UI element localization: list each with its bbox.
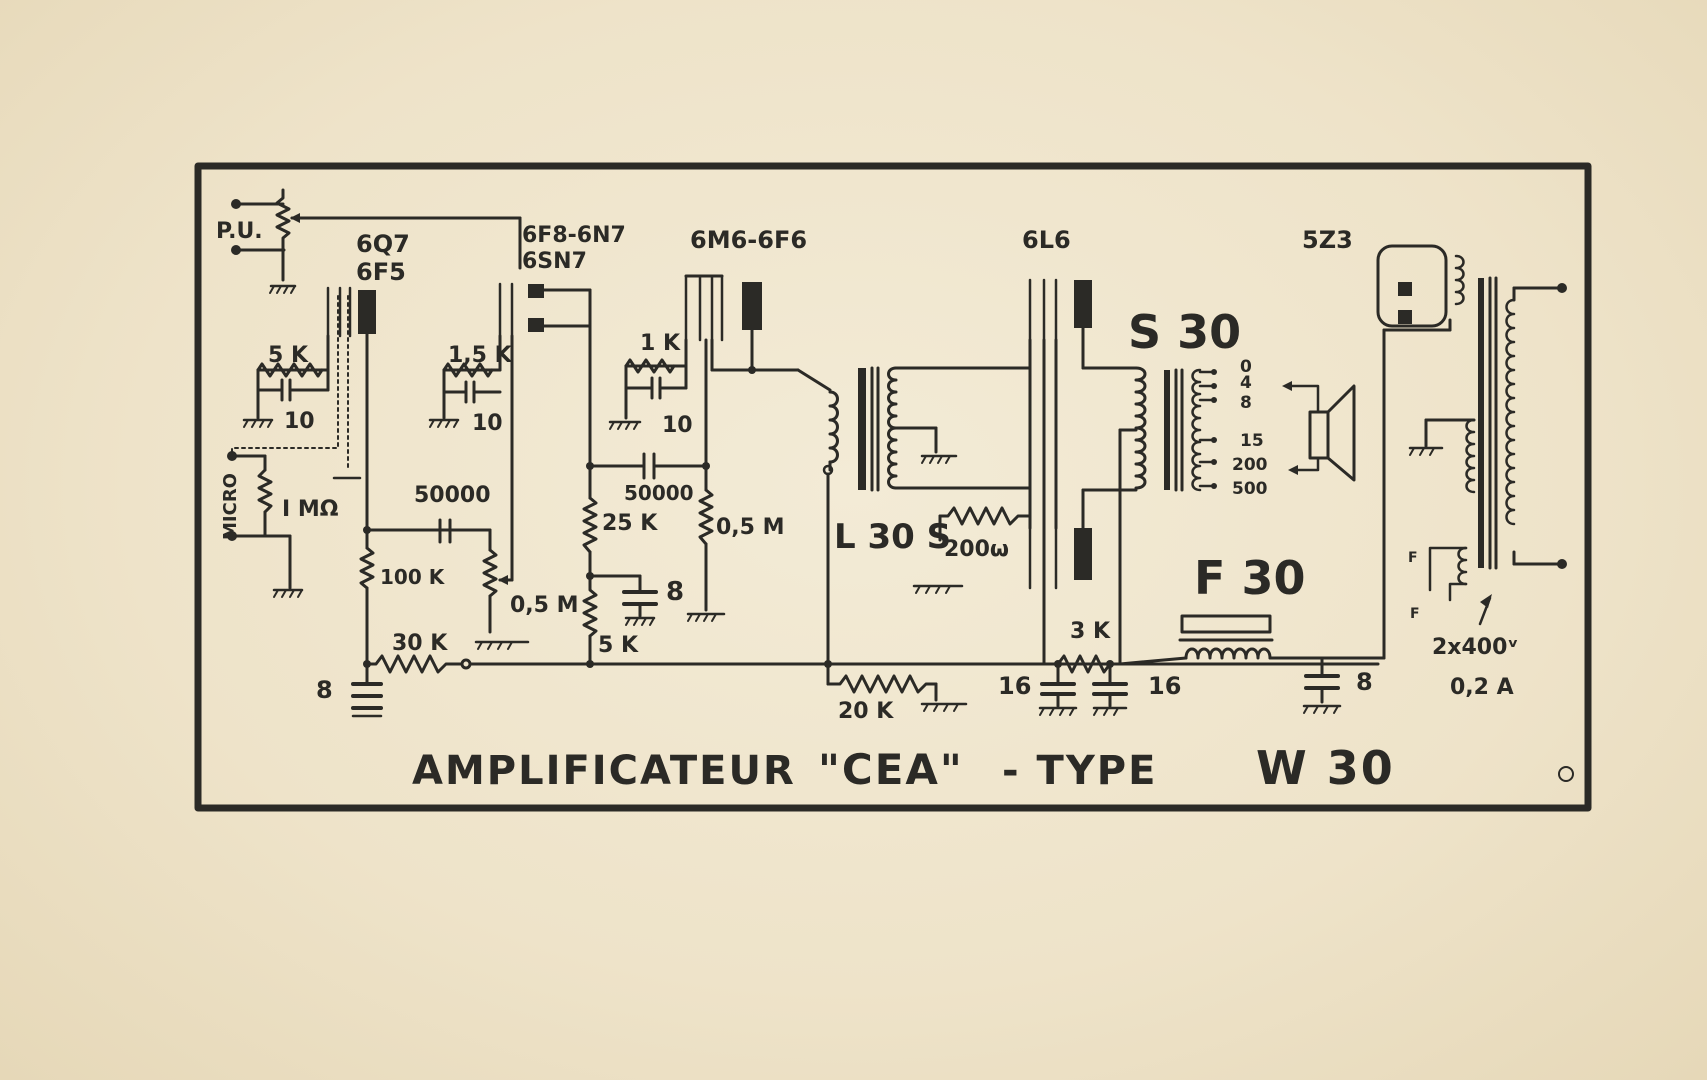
svg-text:16: 16 — [998, 672, 1031, 700]
diagram-frame — [194, 162, 1592, 812]
svg-text:16: 16 — [1148, 672, 1181, 700]
title-text: AMPLIFICATEUR — [412, 748, 796, 794]
output-transformer: S 30 — [1118, 305, 1241, 666]
svg-text:200: 200 — [1232, 455, 1268, 475]
phase-splitter-network: 25 K 5 K 8 50000 0,5 M — [582, 452, 785, 668]
microphone-input: MICRO I MΩ — [220, 295, 362, 598]
svg-text:30 K: 30 K — [392, 631, 448, 656]
svg-text:I MΩ: I MΩ — [282, 497, 339, 522]
svg-text:F 30: F 30 — [1194, 551, 1305, 605]
svg-text:8: 8 — [316, 676, 333, 704]
svg-text:0,5 M: 0,5 M — [716, 515, 785, 540]
driver-transformer: L 30 S — [822, 366, 1032, 668]
svg-text:200ω: 200ω — [944, 537, 1009, 562]
tube-v1: 6Q7 6F5 — [326, 230, 410, 532]
svg-text:P.U.: P.U. — [216, 219, 263, 244]
svg-text:2x400ᵛ: 2x400ᵛ — [1432, 635, 1518, 660]
svg-text:10: 10 — [472, 411, 503, 436]
svg-text:6M6-6F6: 6M6-6F6 — [690, 226, 807, 254]
svg-text:6Q7: 6Q7 — [356, 230, 410, 258]
svg-text:8: 8 — [666, 577, 684, 607]
svg-text:6F5: 6F5 — [356, 258, 406, 286]
svg-text:5Z3: 5Z3 — [1302, 226, 1353, 254]
svg-text:1 K: 1 K — [640, 331, 681, 356]
resistor-20k: 20 K — [826, 662, 968, 724]
svg-text:50000: 50000 — [414, 483, 491, 508]
svg-text:10: 10 — [662, 413, 693, 438]
decoupling-30k: 30 K 8 — [316, 631, 1380, 718]
title-model: W 30 — [1256, 741, 1395, 795]
svg-text:3 K: 3 K — [1070, 619, 1111, 644]
svg-text:100 K: 100 K — [380, 565, 446, 589]
tube-v4-pair: 6L6 — [1022, 226, 1138, 666]
resistor-200w: 200ω — [912, 506, 1032, 594]
svg-text:L 30 S: L 30 S — [834, 517, 951, 557]
svg-text:8: 8 — [1240, 393, 1252, 413]
power-transformer: F F 2x400ᵛ 0,2 A — [1408, 276, 1567, 700]
svg-text:10: 10 — [284, 409, 315, 434]
svg-text:5 K: 5 K — [598, 633, 639, 658]
svg-text:F: F — [1408, 550, 1418, 566]
svg-text:F: F — [1410, 606, 1420, 622]
pickup-input: P.U. — [216, 188, 522, 294]
corner-mark — [1558, 766, 1574, 782]
svg-text:500: 500 — [1232, 479, 1268, 499]
diagram-title: AMPLIFICATEUR "CEA" - TYPE W 30 — [412, 741, 1395, 795]
speaker-icon — [1282, 381, 1356, 482]
v2-cathode-network: 1,5 K 10 — [428, 343, 513, 436]
svg-text:0,5 M: 0,5 M — [510, 593, 579, 618]
svg-text:4: 4 — [1240, 373, 1252, 393]
v3-cathode-network: 1 K 10 — [608, 331, 693, 438]
svg-text:0,2 A: 0,2 A — [1450, 675, 1514, 700]
svg-text:0: 0 — [1240, 357, 1252, 377]
v1-plate-network: 50000 100 K 0,5 M — [359, 483, 579, 666]
svg-text:20 K: 20 K — [838, 699, 894, 724]
svg-text:5 K: 5 K — [268, 343, 309, 368]
svg-text:6F8-6N7: 6F8-6N7 — [522, 223, 626, 248]
tube-v3: 6M6-6F6 — [684, 226, 832, 468]
filter-network: F 30 3 K 16 16 — [998, 328, 1386, 716]
svg-text:25 K: 25 K — [602, 511, 658, 536]
title-type: - TYPE — [1002, 748, 1157, 794]
svg-text:MICRO: MICRO — [220, 473, 241, 540]
v1-cathode-network: 5 K 10 — [242, 343, 330, 434]
svg-text:15: 15 — [1240, 431, 1264, 451]
svg-text:6SN7: 6SN7 — [522, 249, 587, 274]
svg-text:8: 8 — [1356, 668, 1373, 696]
tube-v5-rectifier: 5Z3 — [1302, 226, 1465, 332]
title-brand: "CEA" — [818, 745, 964, 794]
svg-text:50000: 50000 — [624, 481, 694, 505]
tube-v2: 6F8-6N7 6SN7 — [498, 223, 626, 582]
svg-text:S 30: S 30 — [1128, 305, 1241, 359]
svg-text:6L6: 6L6 — [1022, 226, 1071, 254]
output-taps: 0 4 8 15 200 500 — [1198, 357, 1268, 499]
